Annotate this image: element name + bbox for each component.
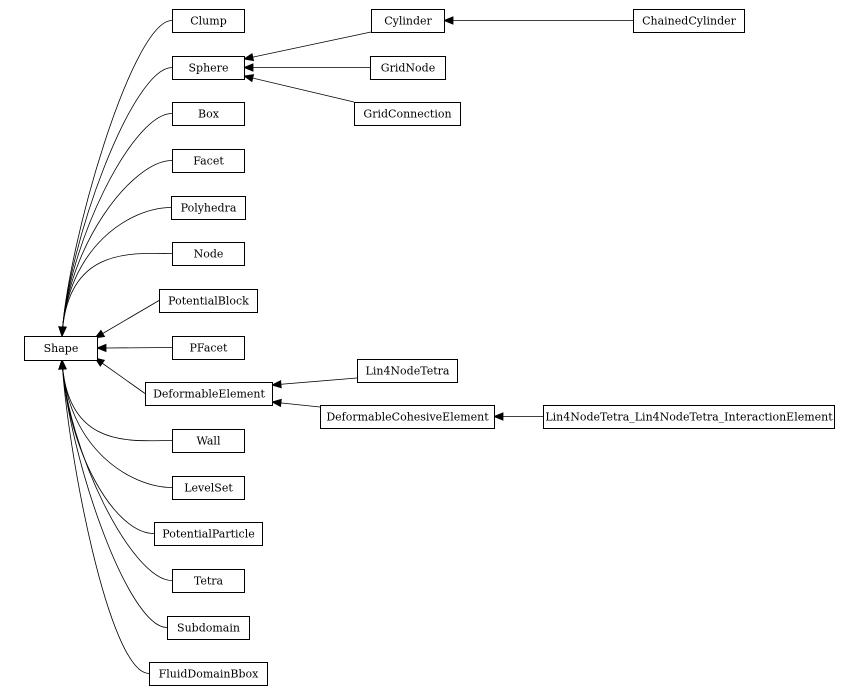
class-node-box — [172, 102, 245, 126]
class-node-wall[interactable]: Wall — [172, 429, 245, 453]
class-node-label: Sphere — [189, 62, 229, 75]
class-node-sphere[interactable]: Sphere — [172, 56, 245, 80]
edge-polyhedra-to-shape — [61, 207, 172, 337]
class-node-level-set[interactable]: LevelSet — [172, 476, 245, 500]
class-node-box — [172, 336, 245, 360]
edge-lin4-node-tetra-to-deformable-element — [271, 377, 358, 386]
edge-node-to-shape — [61, 252, 173, 337]
class-node-box — [24, 336, 98, 361]
class-node-clump[interactable]: Clump — [172, 9, 245, 33]
class-node-box — [167, 616, 250, 640]
class-node-node[interactable]: Node — [172, 242, 245, 266]
class-node-box — [633, 9, 745, 33]
class-node-box — [172, 429, 245, 453]
class-node-label: ChainedCylinder — [642, 15, 737, 28]
arrowhead-pfacet-to-shape — [95, 343, 107, 353]
nodes-layer: Shape ClumpSphereBoxFacetPolyhedraNodePot… — [24, 9, 835, 686]
class-node-cylinder[interactable]: Cylinder — [371, 9, 445, 33]
class-node-grid-connection[interactable]: GridConnection — [354, 102, 461, 126]
arrowhead-grid-connection-to-sphere — [242, 74, 255, 83]
class-node-box — [172, 56, 245, 80]
edge-potential-block-to-shape — [94, 300, 160, 339]
edge-subdomain-to-shape — [61, 359, 168, 628]
class-node-label: Subdomain — [177, 622, 240, 635]
class-node-shape[interactable]: Shape — [24, 336, 98, 361]
class-node-label: Wall — [197, 435, 221, 448]
class-node-label: GridNode — [381, 62, 435, 75]
class-node-box — [172, 9, 245, 33]
class-node-label: Tetra — [194, 575, 224, 588]
class-node-label: LevelSet — [184, 482, 233, 495]
class-node-box — [172, 569, 245, 593]
class-node-deformable-cohesive-element[interactable]: DeformableCohesiveElement — [320, 405, 495, 429]
class-node-box — [543, 405, 835, 429]
class-node-chained-cylinder[interactable]: ChainedCylinder — [633, 9, 745, 33]
class-node-label: Node — [194, 248, 224, 261]
class-node-label: PotentialParticle — [162, 528, 254, 541]
edge-tetra-to-shape — [61, 359, 173, 581]
class-node-box — [154, 522, 263, 546]
edge-grid-connection-to-sphere — [243, 75, 355, 103]
edge-potential-particle-to-shape — [61, 359, 155, 534]
class-node-label: GridConnection — [363, 108, 451, 121]
arrowhead-fluid-domain-bbox-to-shape — [58, 358, 67, 370]
class-node-deformable-element[interactable]: DeformableElement — [145, 382, 273, 406]
arrowhead-lin4-node-tetra-to-deformable-element — [270, 380, 282, 389]
class-node-subdomain[interactable]: Subdomain — [167, 616, 250, 640]
edge-wall-to-shape — [61, 359, 173, 442]
edge-pfacet-to-shape — [105, 347, 173, 349]
class-node-fluid-domain-bbox[interactable]: FluidDomainBbox — [149, 662, 268, 686]
class-node-label: Facet — [193, 155, 224, 168]
edge-level-set-to-shape — [61, 359, 173, 488]
class-node-box — [172, 476, 245, 500]
class-node-label: PotentialBlock — [168, 295, 249, 308]
class-node-facet[interactable]: Facet — [172, 149, 245, 173]
class-node-box — [371, 9, 445, 33]
class-node-box — [145, 382, 273, 406]
class-node-box — [357, 359, 458, 383]
class-node-label: Lin4NodeTetra — [366, 365, 450, 378]
arrowhead-deformable-cohesive-element-to-deformable-element — [270, 398, 282, 408]
class-node-label: PFacet — [190, 342, 229, 355]
edge-cylinder-to-sphere — [243, 31, 372, 60]
class-node-potential-particle[interactable]: PotentialParticle — [154, 522, 263, 546]
class-node-lin4-node-tetra[interactable]: Lin4NodeTetra — [357, 359, 458, 383]
class-node-box — [172, 242, 245, 266]
class-node-label: Cylinder — [384, 15, 432, 28]
class-node-lin4-node-tetra-lin4-node-tetra-interaction-element[interactable]: Lin4NodeTetra_Lin4NodeTetra_InteractionE… — [543, 405, 835, 429]
class-node-pfacet[interactable]: PFacet — [172, 336, 245, 360]
class-node-box — [159, 289, 258, 313]
class-node-label: Polyhedra — [181, 202, 237, 215]
class-node-box — [354, 102, 461, 126]
edges-layer — [58, 16, 633, 674]
class-node-label: DeformableCohesiveElement — [326, 411, 489, 424]
edge-deformable-element-to-shape — [94, 357, 146, 394]
class-node-label: DeformableElement — [153, 388, 265, 401]
class-node-potential-block[interactable]: PotentialBlock — [159, 289, 258, 313]
class-node-tetra[interactable]: Tetra — [172, 569, 245, 593]
edge-clump-to-shape — [61, 20, 173, 337]
class-node-box[interactable]: Box — [172, 102, 245, 126]
class-node-box — [320, 405, 495, 429]
class-node-label: Lin4NodeTetra_Lin4NodeTetra_InteractionE… — [545, 411, 833, 424]
class-node-box — [370, 56, 446, 80]
arrowhead-grid-node-to-sphere — [242, 63, 254, 72]
arrowhead-node-to-shape — [58, 326, 67, 338]
arrowhead-lin4-node-tetra-lin4-node-tetra-interaction-element-to-deformable-cohesive-element — [492, 412, 504, 421]
class-node-label: FluidDomainBbox — [159, 668, 260, 681]
class-node-grid-node[interactable]: GridNode — [370, 56, 446, 80]
class-node-label: Clump — [190, 15, 227, 28]
arrowhead-cylinder-to-sphere — [242, 52, 255, 62]
arrowhead-chained-cylinder-to-cylinder — [442, 16, 454, 25]
class-node-box — [149, 662, 268, 686]
class-node-box — [172, 149, 245, 173]
edge-facet-to-shape — [61, 160, 173, 337]
edge-fluid-domain-bbox-to-shape — [61, 359, 150, 674]
class-node-label: Shape — [44, 342, 79, 355]
class-node-polyhedra[interactable]: Polyhedra — [171, 196, 246, 220]
class-node-label: Box — [198, 108, 220, 121]
class-node-box — [171, 196, 246, 220]
